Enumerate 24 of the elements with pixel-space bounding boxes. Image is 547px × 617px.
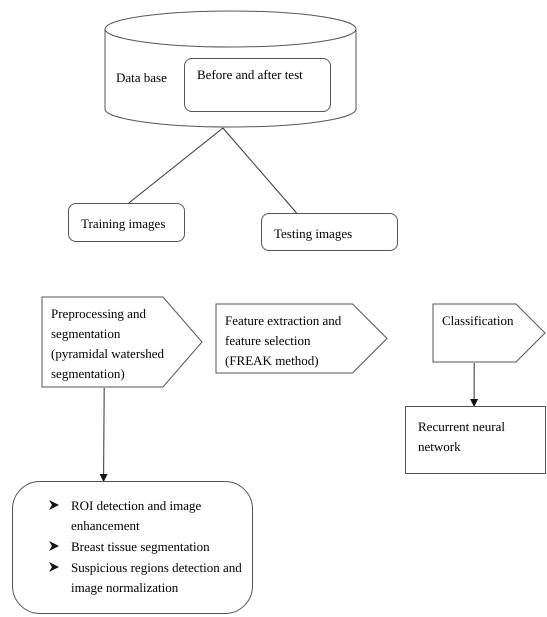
rounded-list-box: [12, 481, 253, 614]
process-box: [405, 406, 546, 474]
node-label: Testing images: [274, 225, 354, 243]
arrow: [100, 388, 108, 482]
process-pentagon: [41, 296, 203, 388]
process-box: [184, 58, 331, 112]
node-label: Training images: [81, 215, 166, 233]
list-item: Breast tissue segmentation: [71, 538, 210, 556]
database-cylinder: [104, 10, 357, 128]
list-item: ROI detection and image enhancement: [71, 497, 202, 535]
node-label: Preprocessing and segmentation (pyramidal watershed segmentation): [51, 305, 165, 383]
process-pentagon: [432, 303, 546, 363]
connector-line: [128, 128, 224, 204]
node-label: Feature extraction and feature selection (FREAK method): [225, 312, 342, 370]
node-label: Classification: [442, 312, 514, 330]
arrow: [470, 362, 478, 407]
process-box: [261, 213, 398, 251]
node-label: Before and after test: [197, 66, 304, 84]
process-box: [68, 203, 185, 242]
process-pentagon: [215, 303, 388, 374]
node-label: Recurrent neural network: [418, 418, 506, 456]
connector-line: [222, 128, 298, 214]
list-item: Suspicious regions detection and image normalization: [71, 559, 243, 597]
node-label: Data base: [116, 69, 167, 87]
